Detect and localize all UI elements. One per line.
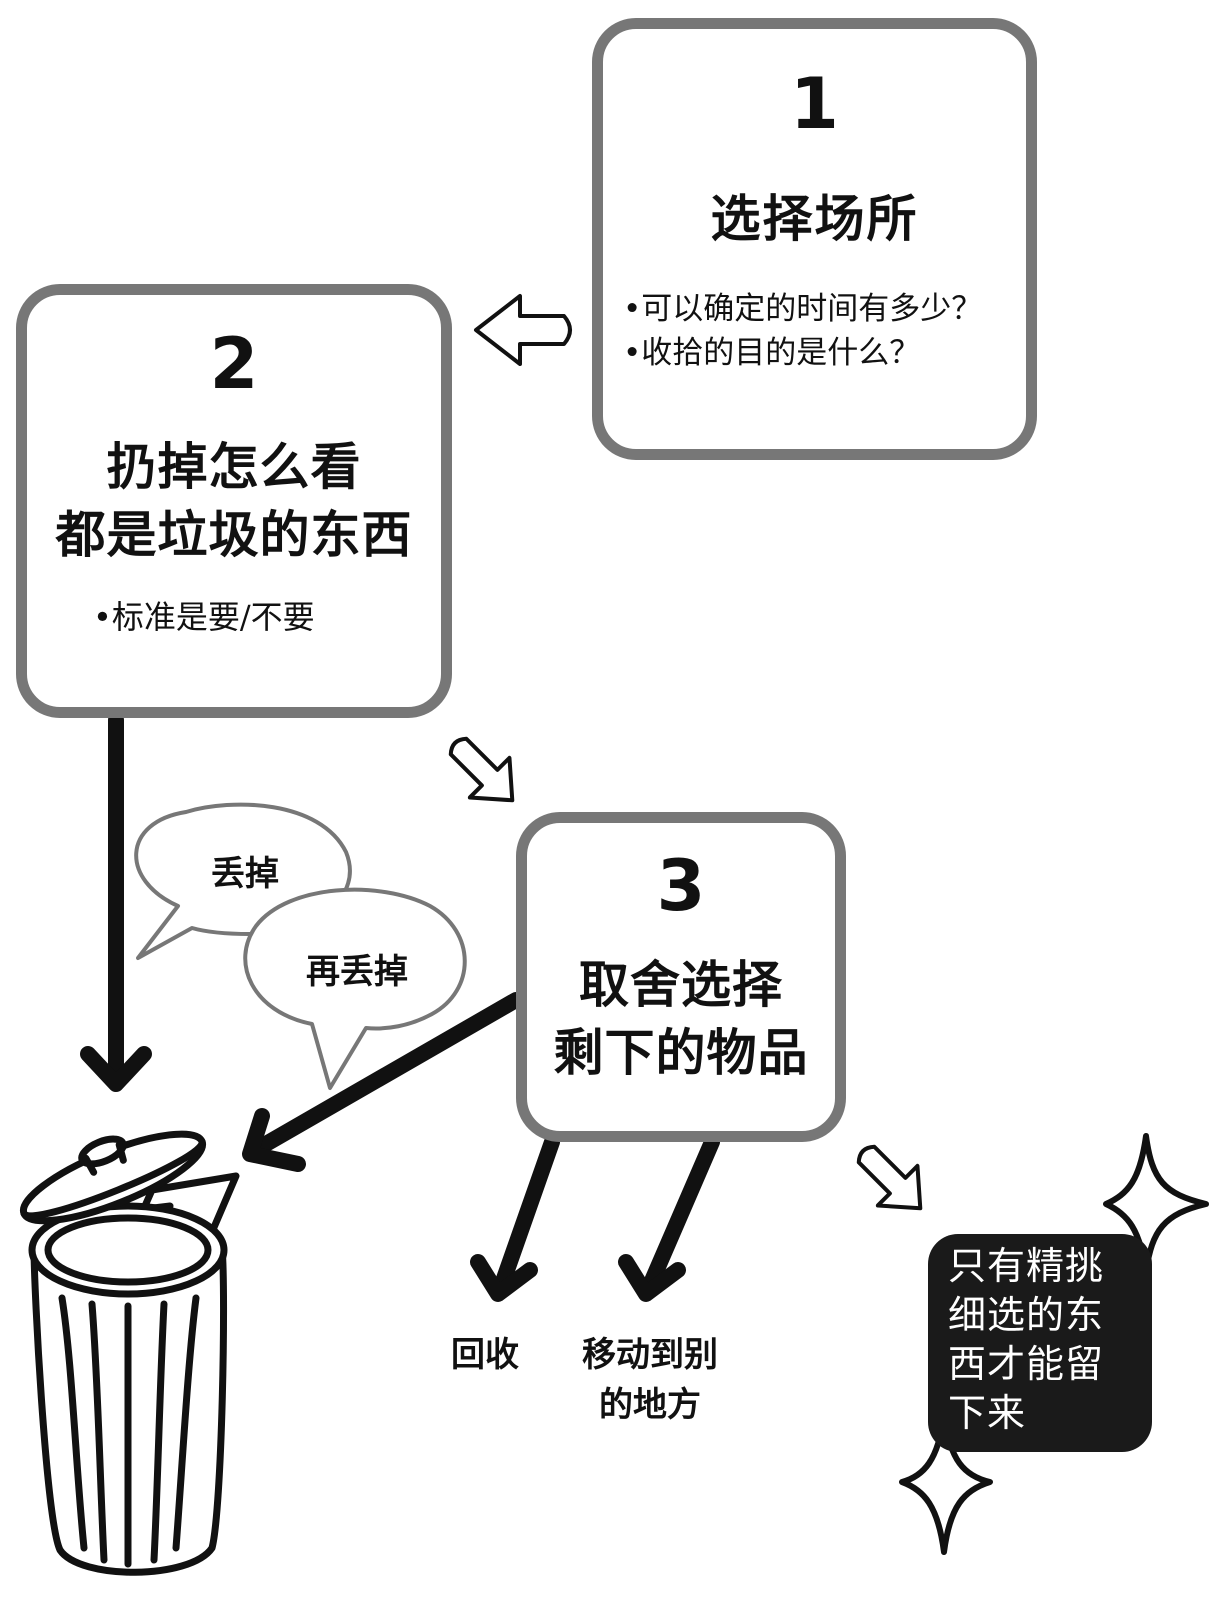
step-1-box: 1 选择场所 •可以确定的时间有多少？ •收拾的目的是什么？: [592, 18, 1037, 460]
arrow-to-trash-from-box2: [80, 712, 152, 1092]
bubble-throw-away-again: 再丢掉: [306, 952, 408, 992]
sparkle-icon-bottom: [899, 1413, 993, 1555]
bubble-throw-away: 丢掉: [211, 854, 279, 894]
step-1-bullets: •可以确定的时间有多少？ •收拾的目的是什么？: [623, 287, 982, 375]
step-1-bullet-1: •可以确定的时间有多少？: [623, 291, 983, 327]
step-2-box: 2 扔掉怎么看 都是垃圾的东西 •标准是要/不要: [16, 284, 452, 718]
arrow-to-move-elsewhere: [618, 1134, 720, 1302]
arrow-to-trash-from-box3: [242, 992, 524, 1172]
step-1-bullet-2: •收拾的目的是什么？: [623, 335, 921, 371]
arrow-down-right-outline-icon: [448, 736, 515, 803]
step-3-box: 3 取舍选择 剩下的物品: [516, 812, 846, 1142]
step-2-bullet-1: •标准是要/不要: [93, 598, 315, 636]
destination-recycle: 回收: [451, 1335, 519, 1375]
step-2-bullets: •标准是要/不要: [93, 595, 315, 639]
step-3-number: 3: [656, 845, 706, 927]
step-1-number: 1: [790, 63, 839, 145]
speech-bubble-2: [243, 887, 467, 1090]
arrow-to-note-outline-icon: [856, 1144, 923, 1211]
destination-move-elsewhere: 移动到别 的地方: [582, 1335, 718, 1425]
final-note: 只有精挑细选的东西才能留下来: [928, 1234, 1152, 1452]
final-note-text: 只有精挑细选的东西才能留下来: [948, 1244, 1105, 1435]
arrow-to-recycle: [470, 1134, 560, 1302]
step-2-number: 2: [209, 323, 259, 405]
step-3-title: 取舍选择 剩下的物品: [553, 956, 809, 1082]
trash-can-icon: [19, 1130, 240, 1576]
step-2-title: 扔掉怎么看 都是垃圾的东西: [55, 438, 413, 564]
arrow-left-outline-icon: [474, 294, 572, 366]
step-1-title: 选择场所: [710, 190, 919, 248]
